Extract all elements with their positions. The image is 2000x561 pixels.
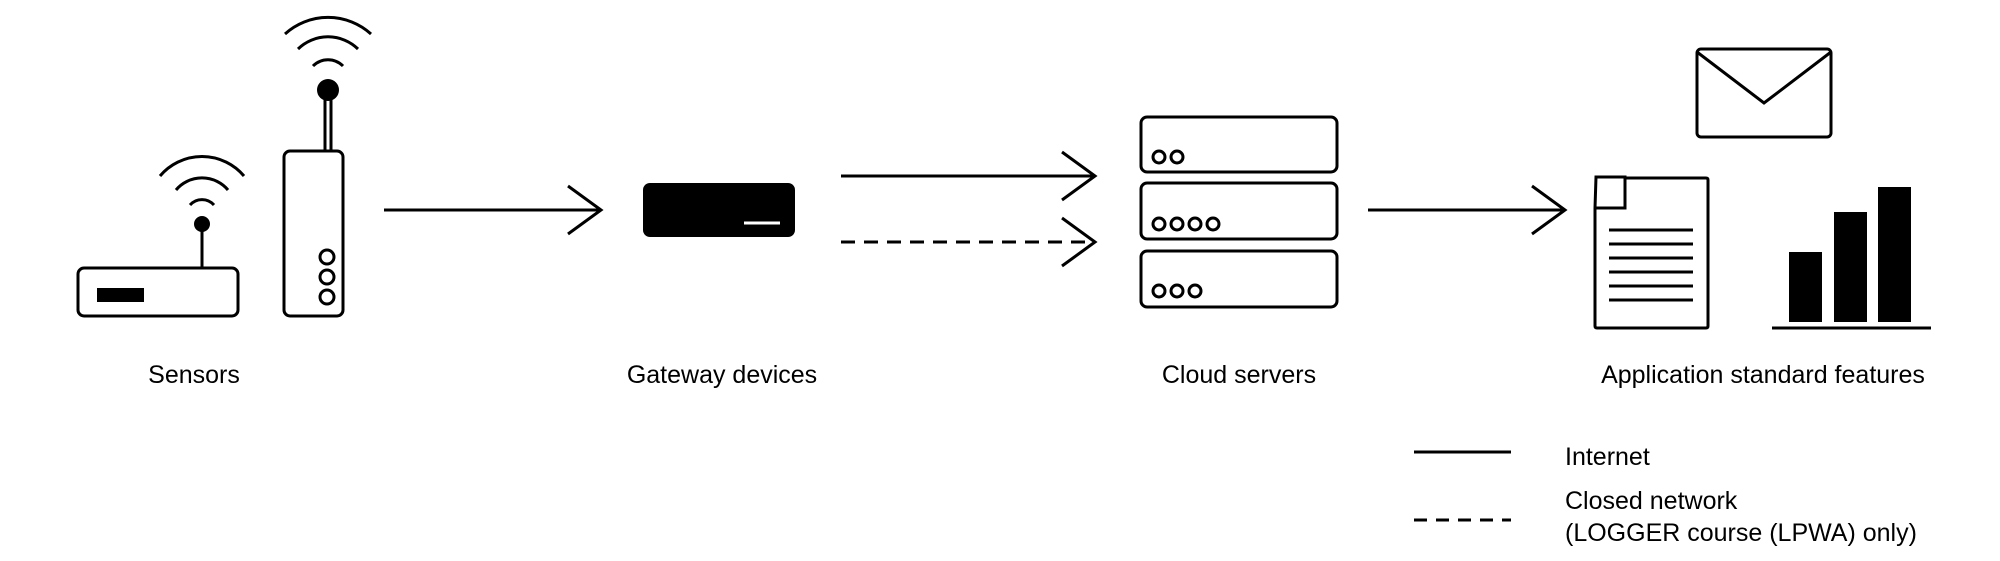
legend-closed-network-label: Closed network [1565,487,1738,515]
legend-internet-label: Internet [1565,443,1650,471]
arrow-gateway-to-cloud-internet [841,150,1098,202]
legend-closed-network-note: (LOGGER course (LPWA) only) [1565,519,1917,547]
gateway-group: Gateway devices [627,183,817,389]
legend: Internet Closed network (LOGGER course (… [1414,443,1917,547]
sensors-group: Sensors [76,15,373,389]
server-rack-icon [1139,115,1339,309]
mail-icon [1695,47,1833,139]
gateway-label: Gateway devices [627,361,817,389]
cloud-servers-label: Cloud servers [1162,361,1316,389]
document-icon [1593,175,1710,330]
tower-sensor-icon [282,15,373,318]
application-group: Application standard features [1593,47,1931,389]
arrow-sensors-to-gateway [384,184,604,236]
router-sensor-icon [76,155,246,318]
bar-chart-icon [1772,187,1931,330]
arrow-gateway-to-cloud-closed [841,216,1098,268]
sensors-label: Sensors [148,361,240,389]
arrow-cloud-to-application [1368,184,1568,236]
application-label: Application standard features [1601,361,1925,389]
gateway-device-icon [643,183,795,237]
cloud-servers-group: Cloud servers [1139,115,1339,389]
